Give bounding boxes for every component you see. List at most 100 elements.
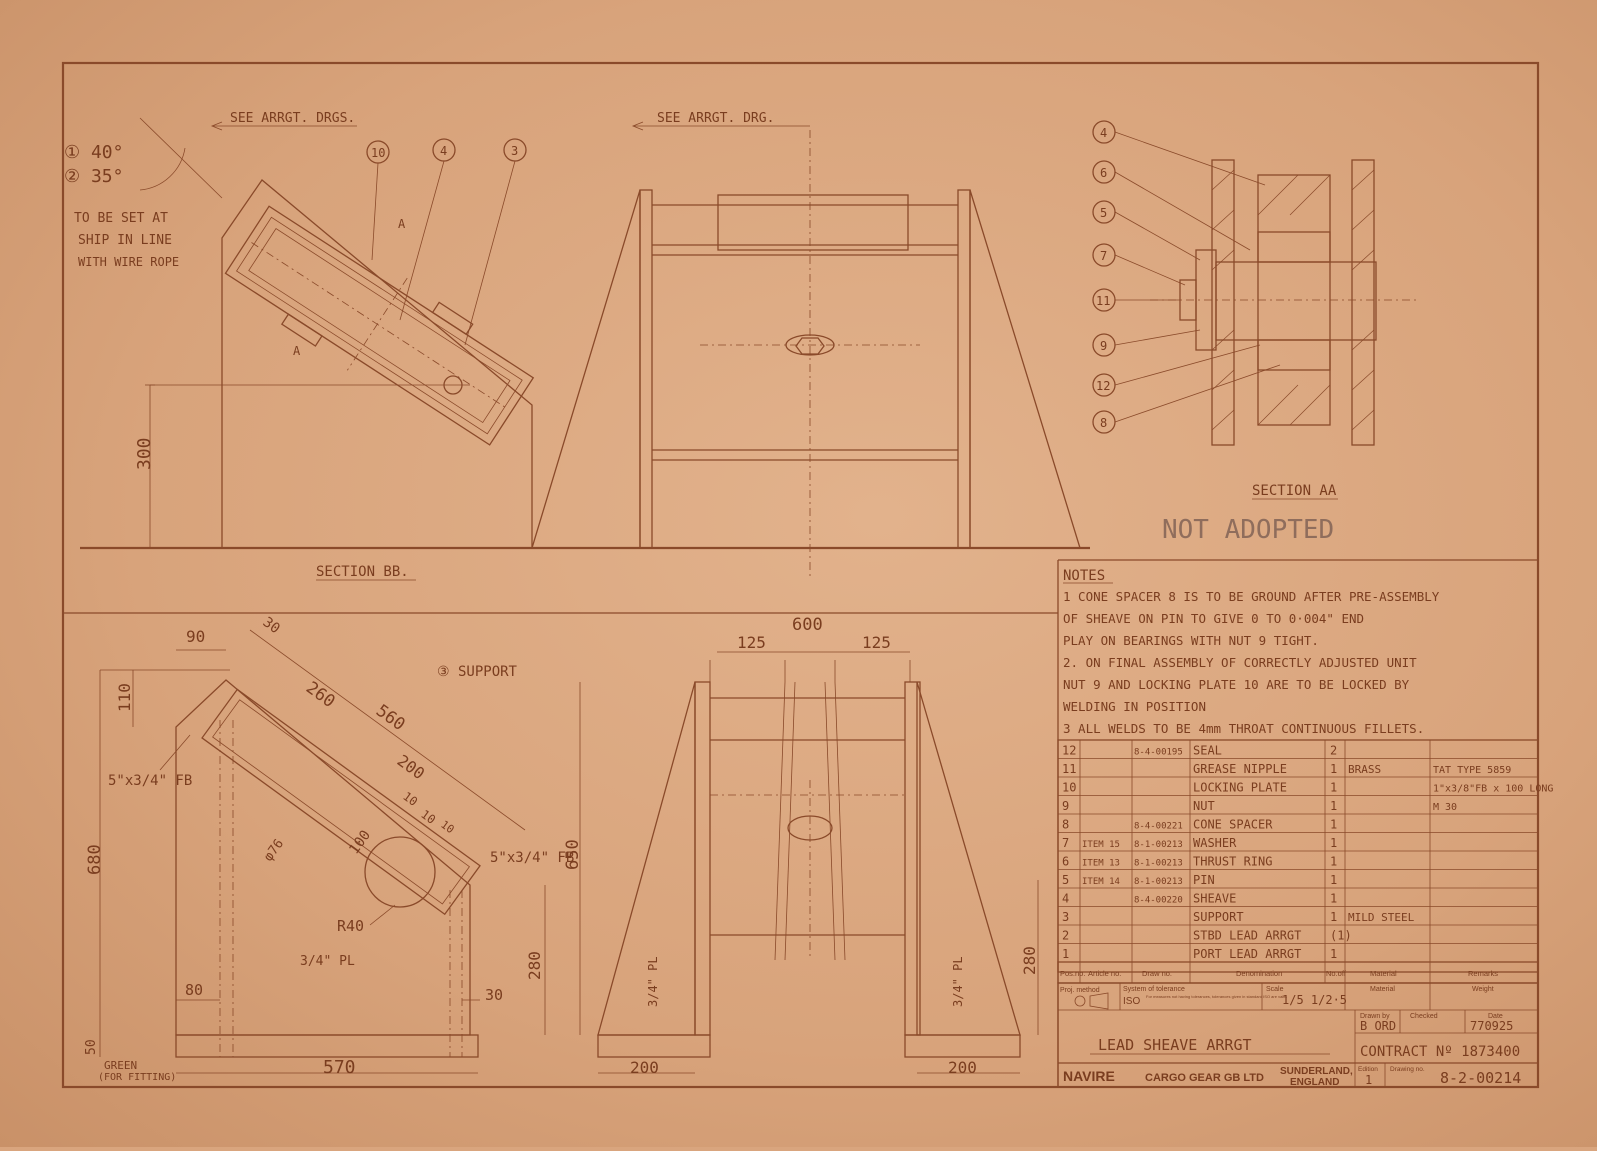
scale-label: Scale [1266, 986, 1284, 993]
set-note-1: TO BE SET AT [74, 211, 168, 226]
edition-label: Edition [1358, 1066, 1378, 1073]
dim-125-left: 125 [737, 633, 766, 652]
parts-cell-pos: 10 [1062, 781, 1076, 795]
plate-label-left: 3/4" PL [646, 956, 660, 1007]
note-line-4: 2. ON FINAL ASSEMBLY OF CORRECTLY ADJUST… [1063, 655, 1417, 670]
parts-cell-denom: STBD LEAD ARRGT [1193, 929, 1301, 943]
balloon-side-6: 6 [1100, 166, 1107, 180]
balloon-side-9: 9 [1100, 339, 1107, 353]
parts-cell-denom: SHEAVE [1193, 892, 1236, 906]
dim-260: 260 [302, 678, 339, 712]
section-aa-label: SECTION AA [1252, 483, 1337, 499]
parts-cell-pos: 2 [1062, 929, 1069, 943]
dim-10-b: 10 [418, 807, 438, 827]
tolerance-note: For measures not having tolerances, tole… [1146, 994, 1287, 999]
note-line-2: OF SHEAVE ON PIN TO GIVE 0 TO 0·004" END [1063, 611, 1364, 626]
weight-label: Weight [1472, 986, 1494, 993]
r40-label: R40 [337, 917, 364, 935]
dim-680: 680 [85, 844, 105, 875]
parts-cell-drawno: 8-4-00220 [1134, 896, 1183, 906]
parts-cell-no: 1 [1330, 892, 1337, 906]
parts-cell-denom: GREASE NIPPLE [1193, 762, 1287, 776]
date-label: Date [1488, 1013, 1503, 1020]
parts-cell-remarks: M 30 [1433, 802, 1457, 813]
company-brand: NAVIRE [1063, 1068, 1115, 1084]
parts-cell-drawno: 8-4-00221 [1134, 822, 1183, 832]
location-country: ENGLAND [1290, 1077, 1339, 1088]
dim-110: 110 [115, 683, 134, 712]
parts-cell-no: 1 [1330, 873, 1337, 887]
header-denomination: Denomination [1236, 969, 1282, 978]
note-line-7: 3 ALL WELDS TO BE 4mm THROAT CONTINUOUS … [1063, 721, 1424, 736]
dim-280-support: 280 [525, 951, 544, 980]
angle-40-label: ① 40° [64, 142, 123, 163]
plate-label-support: 3/4" PL [300, 954, 355, 969]
dim-280-front: 280 [1020, 946, 1039, 975]
plate-label-right: 3/4" PL [951, 956, 965, 1007]
parts-cell-article: ITEM 14 [1082, 877, 1120, 887]
parts-cell-pos: 6 [1062, 855, 1069, 869]
drawing-number: 8-2-00214 [1440, 1069, 1521, 1087]
drawn-by-label: Drawn by [1360, 1013, 1390, 1020]
parts-cell-no: 1 [1330, 947, 1337, 961]
front-view-bottom: 600 125 125 650 200 200 280 3/4" PL 3/4"… [563, 615, 1039, 1077]
dim-90: 90 [186, 627, 205, 646]
dim-300: 300 [134, 437, 155, 470]
parts-cell-pos: 4 [1062, 892, 1069, 906]
dim-phi76: φ76 [261, 837, 287, 865]
green-label: GREEN [104, 1059, 137, 1072]
notes-heading: NOTES [1063, 568, 1105, 584]
parts-cell-no: 1 [1330, 799, 1337, 813]
tolerance-label: System of tolerance [1123, 986, 1185, 993]
dim-200-left: 200 [630, 1058, 659, 1077]
dim-30-bottom: 30 [485, 986, 503, 1004]
dim-200-right: 200 [948, 1058, 977, 1077]
parts-cell-drawno: 8-1-00213 [1134, 840, 1183, 850]
parts-cell-no: 1 [1330, 818, 1337, 832]
proj-method-label: Proj. method [1060, 987, 1100, 994]
balloon-side-11: 11 [1096, 294, 1110, 308]
see-arrgt-center: SEE ARRGT. DRG. [657, 111, 774, 126]
parts-cell-no: 1 [1330, 910, 1337, 924]
drawing-no-label: Drawing no. [1390, 1066, 1425, 1073]
section-mark-a-bottom: A [293, 344, 301, 358]
parts-cell-pos: 7 [1062, 836, 1069, 850]
location-city: SUNDERLAND, [1280, 1066, 1353, 1077]
parts-cell-pos: 3 [1062, 910, 1069, 924]
balloon-10: 10 [371, 146, 385, 160]
parts-cell-article: ITEM 13 [1082, 859, 1120, 869]
header-remarks: Remarks [1468, 969, 1498, 978]
notes-block: NOTES 1 CONE SPACER 8 IS TO BE GROUND AF… [1057, 559, 1538, 1087]
parts-cell-pos: 8 [1062, 818, 1069, 832]
header-no-off: No.off [1326, 969, 1347, 978]
header-article: Article no. [1088, 969, 1121, 978]
support-label: ③ SUPPORT [437, 664, 518, 680]
support-view: 680 110 90 30 260 560 200 10 10 10 100 φ… [84, 614, 574, 1083]
note-line-1: 1 CONE SPACER 8 IS TO BE GROUND AFTER PR… [1063, 589, 1440, 604]
section-bb-label: SECTION BB. [316, 564, 409, 580]
dim-80: 80 [185, 981, 203, 999]
front-view-top: SEE ARRGT. DRG. [531, 111, 1081, 580]
parts-cell-drawno: 8-1-00213 [1134, 859, 1183, 869]
balloon-3: 3 [511, 144, 518, 158]
drawn-by-value: B ORD [1360, 1019, 1396, 1033]
parts-cell-denom: WASHER [1193, 836, 1237, 850]
parts-cell-material: MILD STEEL [1348, 911, 1415, 924]
parts-cell-no: 1 [1330, 781, 1337, 795]
parts-cell-no: (1) [1330, 929, 1352, 943]
balloon-side-5: 5 [1100, 206, 1107, 220]
parts-cell-remarks: 1"x3/8"FB x 100 LONG [1433, 784, 1553, 795]
header-material: Material [1370, 969, 1397, 978]
balloon-side-7: 7 [1100, 249, 1107, 263]
balloon-side-12: 12 [1096, 379, 1110, 393]
parts-cell-pos: 9 [1062, 799, 1069, 813]
fb-right-label: 5"x3/4" FB [490, 850, 574, 866]
parts-cell-denom: SUPPORT [1193, 910, 1244, 924]
parts-cell-article: ITEM 15 [1082, 840, 1120, 850]
parts-cell-pos: 12 [1062, 744, 1076, 758]
title-block: Proj. method System of tolerance ISO For… [1057, 982, 1539, 1088]
dim-30-top: 30 [260, 614, 283, 637]
